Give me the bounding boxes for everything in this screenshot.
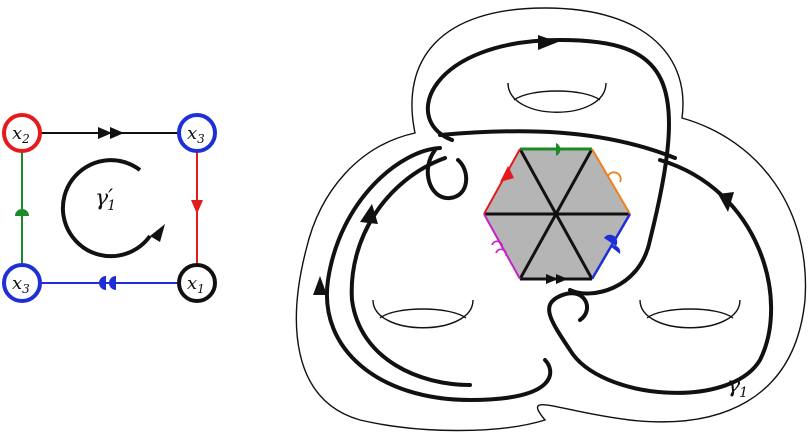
surface-outline [295, 7, 807, 432]
double-arrow-mark-top [98, 127, 124, 139]
loop-arc [60, 158, 152, 259]
vertex-var: x [187, 273, 197, 294]
hex-open-marks-lower-left [491, 240, 508, 257]
loop-label-main: γ [95, 186, 109, 211]
hex-bullet-mark-top [556, 143, 561, 156]
vertex-top-left: x2 [2, 113, 42, 153]
vertex-sub: 3 [197, 132, 205, 146]
hex-double-bullet-mark-lower-right [604, 234, 621, 254]
vertex-top-right: x3 [177, 113, 217, 153]
single-arrow-mark-right [191, 200, 203, 214]
hex-arrow-mark-upper-left [500, 166, 514, 182]
vertex-var: x [12, 273, 22, 294]
arrow-right-icon [718, 192, 734, 212]
curve-label-prime: ′ [740, 373, 745, 398]
bullet-mark-left [15, 209, 29, 216]
curve-label-sub: 1 [739, 385, 748, 401]
arrow-left-upper-icon [360, 204, 378, 224]
arrow-top-icon [538, 35, 558, 50]
svg-text:x3: x3 [187, 123, 205, 146]
square-diagram: γ′1 x2 x3 x3 x1 [2, 113, 217, 303]
svg-text:x3: x3 [12, 273, 30, 296]
curve-label-main: γ [727, 373, 741, 398]
loop-label-prime: ′ [108, 186, 113, 211]
vertex-sub: 3 [22, 282, 30, 296]
vertex-bottom-right: x1 [177, 263, 217, 303]
svg-text:x2: x2 [12, 123, 30, 146]
hex-double-arrow-mark-bottom [546, 274, 568, 284]
hexagon-disk [483, 143, 632, 284]
vertex-sub: 1 [197, 282, 205, 296]
curve-label: γ′1 [727, 373, 748, 401]
vertex-bottom-left: x3 [2, 263, 42, 303]
hole-right [639, 299, 741, 329]
curve-gamma [324, 37, 774, 403]
vertex-var: x [12, 123, 22, 144]
vertex-sub: 2 [21, 132, 30, 146]
loop-arrowhead-icon [150, 224, 165, 242]
hole-top [507, 82, 607, 113]
hex-edge-upper-right [591, 148, 631, 215]
double-bullet-mark-bottom [99, 276, 116, 290]
hole-left [372, 299, 474, 329]
vertex-var: x [187, 123, 197, 144]
loop-label: γ′1 [95, 186, 116, 214]
hex-edge-upper-left [483, 148, 521, 215]
arrow-left-lower-icon [313, 276, 327, 295]
loop-label-sub: 1 [107, 198, 116, 214]
hexagon-spokes [484, 148, 630, 280]
svg-text:x1: x1 [187, 273, 205, 296]
surface-diagram: γ′1 [295, 7, 807, 432]
hex-open-bullet-mark-upper-right [607, 171, 622, 183]
